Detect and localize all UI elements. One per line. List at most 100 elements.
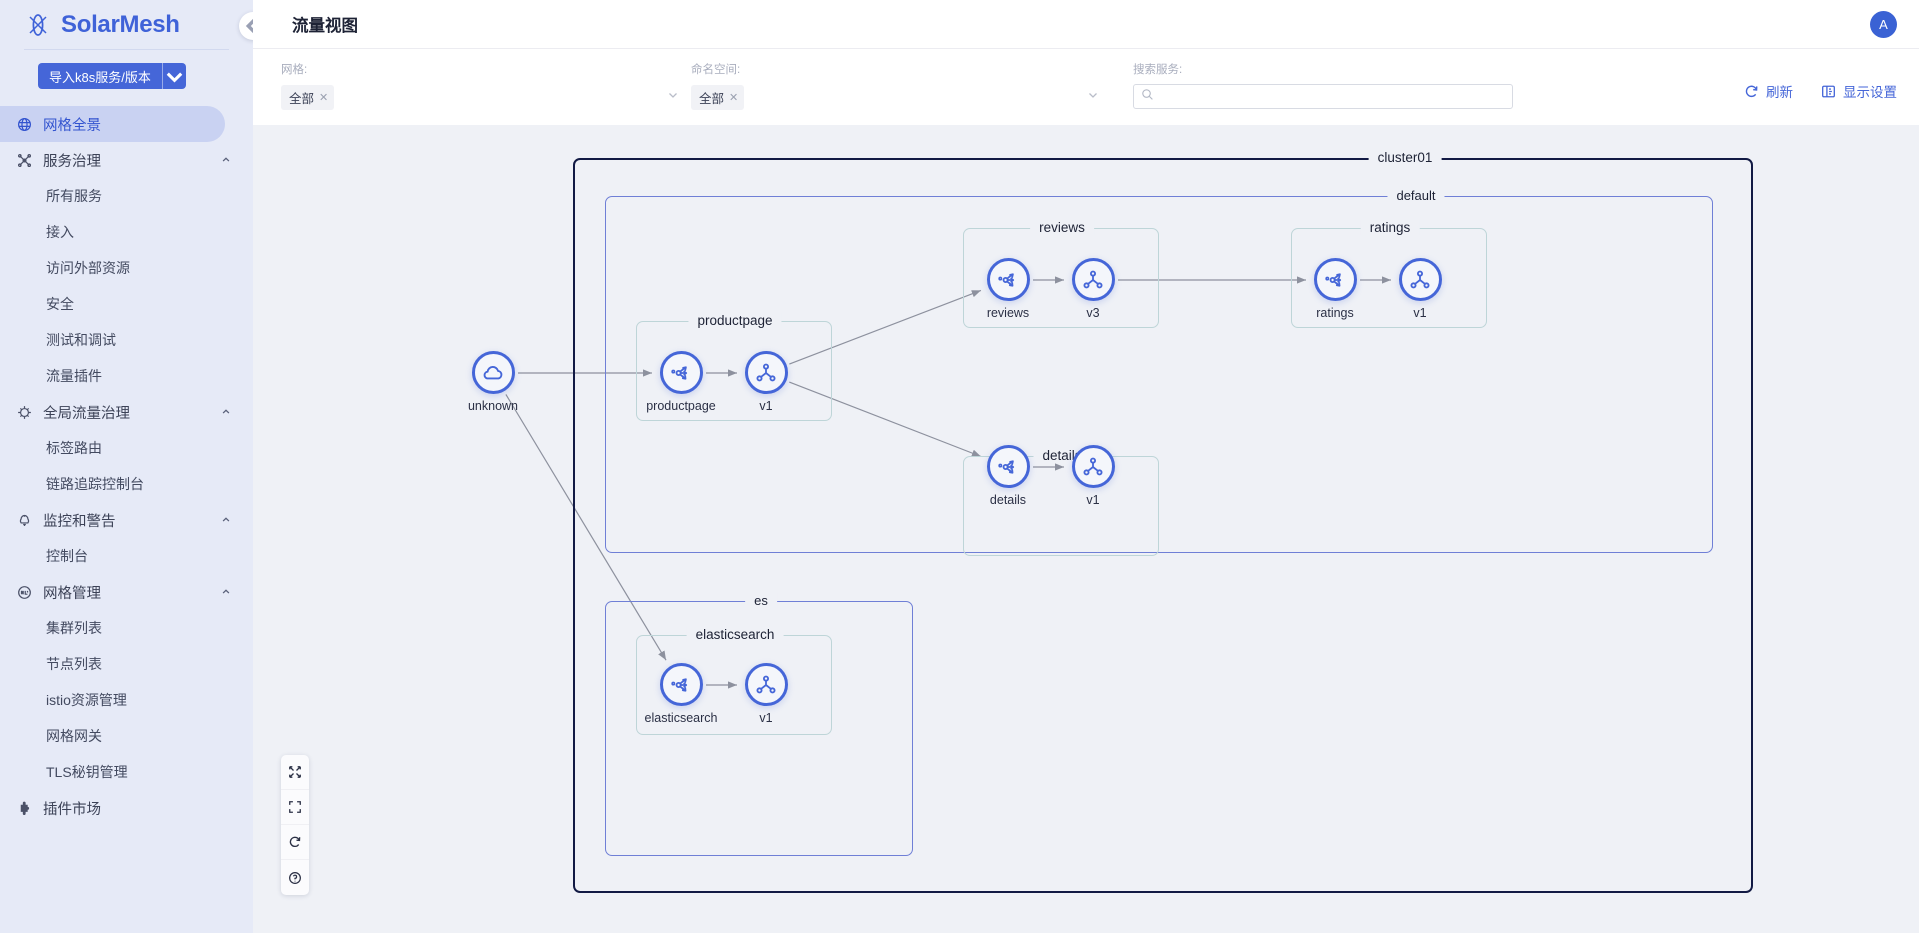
import-k8s-service-button[interactable]: 导入k8s服务/版本 xyxy=(38,63,186,89)
sidebar-item-13[interactable]: 网格管理 xyxy=(0,574,253,610)
sidebar-item-11[interactable]: 监控和警告 xyxy=(0,502,253,538)
sidebar-item-label: 网格全景 xyxy=(43,117,101,134)
sidebar-item-label: TLS秘钥管理 xyxy=(46,764,128,780)
refresh-button[interactable]: 刷新 xyxy=(1744,81,1793,101)
graph-node-unknown[interactable]: unknown xyxy=(450,351,536,413)
graph-node-ratings-svc[interactable]: ratings xyxy=(1292,258,1378,320)
sidebar-item-5[interactable]: 安全 xyxy=(0,286,253,322)
filter-bar: 网格: 全部 ✕ 命名空间: 全部 ✕ xyxy=(253,49,1919,125)
graph-group-cluster01[interactable]: cluster01 xyxy=(573,150,1753,893)
collapse-arrows-icon xyxy=(289,766,301,778)
refresh-icon xyxy=(1744,84,1759,99)
graph-group-productpage[interactable]: productpage xyxy=(636,313,832,421)
graph-group-label: cluster01 xyxy=(1368,150,1442,165)
graph-node-circle[interactable] xyxy=(1071,258,1115,301)
graph-node-circle[interactable] xyxy=(744,663,788,706)
sidebar-item-8[interactable]: 全局流量治理 xyxy=(0,394,253,430)
graph-node-circle[interactable] xyxy=(1398,258,1442,301)
route-icon xyxy=(16,404,32,420)
mesh-icon xyxy=(16,152,32,168)
chevron-down-icon xyxy=(1089,93,1097,98)
graph-group-default[interactable]: default xyxy=(605,188,1713,553)
sidebar-collapse-button[interactable] xyxy=(239,12,253,40)
graph-node-circle[interactable] xyxy=(1071,445,1115,488)
graph-node-circle[interactable] xyxy=(986,445,1030,488)
sidebar-item-18[interactable]: TLS秘钥管理 xyxy=(0,754,253,790)
display-settings-button-label: 显示设置 xyxy=(1843,85,1897,100)
graph-group-ratings[interactable]: ratings xyxy=(1291,220,1487,328)
search-input[interactable] xyxy=(1159,89,1505,104)
sidebar-item-3[interactable]: 接入 xyxy=(0,214,253,250)
sidebar-item-6[interactable]: 测试和调试 xyxy=(0,322,253,358)
chevron-up-icon[interactable] xyxy=(221,407,231,417)
graph-node-circle[interactable] xyxy=(744,351,788,394)
service-icon xyxy=(1325,272,1342,287)
sidebar-item-14[interactable]: 集群列表 xyxy=(0,610,253,646)
graph-group-label: es xyxy=(745,593,777,608)
graph-node-elasticsearch-v1[interactable]: v1 xyxy=(723,663,809,725)
sidebar-item-19[interactable]: 插件市场 xyxy=(0,790,253,826)
brand-name: SolarMesh xyxy=(61,10,180,38)
graph-node-circle[interactable] xyxy=(1313,258,1357,301)
workload-icon xyxy=(756,675,776,693)
sidebar-item-12[interactable]: 控制台 xyxy=(0,538,253,574)
graph-canvas[interactable]: cluster01 default es productpage reviews rati… xyxy=(253,125,1919,933)
graph-node-details-v1[interactable]: v1 xyxy=(1050,445,1136,507)
fit-to-screen-button[interactable] xyxy=(281,755,309,790)
mesh-filter-chip[interactable]: 全部 ✕ xyxy=(281,84,335,110)
graph-group-es[interactable]: es xyxy=(605,593,913,856)
reload-graph-button[interactable] xyxy=(281,825,309,860)
graph-node-reviews-svc[interactable]: reviews xyxy=(965,258,1051,320)
mesh-filter-caret[interactable] xyxy=(667,89,679,104)
close-icon[interactable]: ✕ xyxy=(319,91,329,104)
close-icon[interactable]: ✕ xyxy=(729,91,739,104)
sidebar-item-9[interactable]: 标签路由 xyxy=(0,430,253,466)
chevron-up-icon[interactable] xyxy=(221,155,231,165)
namespace-filter-chip[interactable]: 全部 ✕ xyxy=(691,84,745,110)
graph-node-circle[interactable] xyxy=(471,351,515,394)
sidebar-item-10[interactable]: 链路追踪控制台 xyxy=(0,466,253,502)
help-button[interactable] xyxy=(281,860,309,895)
graph-node-productpage-svc[interactable]: productpage xyxy=(638,351,724,413)
sidebar-item-2[interactable]: 所有服务 xyxy=(0,178,253,214)
avatar[interactable]: A xyxy=(1870,10,1897,38)
mesh-filter: 网格: 全部 ✕ xyxy=(281,61,681,110)
refresh-icon xyxy=(289,836,301,847)
chevron-down-icon[interactable] xyxy=(163,63,186,89)
graph-group-elasticsearch[interactable]: elasticsearch xyxy=(636,627,832,735)
graph-node-circle[interactable] xyxy=(659,351,703,394)
search-box[interactable] xyxy=(1133,84,1513,109)
workload-icon xyxy=(756,363,776,381)
fullscreen-button[interactable] xyxy=(281,790,309,825)
graph-node-details-svc[interactable]: details xyxy=(965,445,1051,507)
graph-node-ratings-v1[interactable]: v1 xyxy=(1377,258,1463,320)
graph-node-circle[interactable] xyxy=(986,258,1030,301)
sidebar-item-label: 安全 xyxy=(46,296,74,312)
cluster-icon xyxy=(16,584,32,600)
sidebar-item-17[interactable]: 网格网关 xyxy=(0,718,253,754)
brand: SolarMesh xyxy=(0,0,253,49)
sidebar-nav: 网格全景服务治理所有服务接入访问外部资源安全测试和调试流量插件全局流量治理标签路… xyxy=(0,103,253,826)
sidebar-item-7[interactable]: 流量插件 xyxy=(0,358,253,394)
graph-node-circle[interactable] xyxy=(659,663,703,706)
namespace-filter-label: 命名空间: xyxy=(691,64,741,76)
namespace-filter-caret[interactable] xyxy=(1087,89,1099,104)
graph-group-reviews[interactable]: reviews xyxy=(963,220,1159,328)
chevron-up-icon[interactable] xyxy=(221,515,231,525)
sidebar-item-label: 服务治理 xyxy=(43,153,101,170)
service-icon xyxy=(671,677,688,692)
sidebar-item-1[interactable]: 服务治理 xyxy=(0,142,253,178)
chevron-up-icon[interactable] xyxy=(221,587,231,597)
sidebar-item-16[interactable]: istio资源管理 xyxy=(0,682,253,718)
sidebar-item-4[interactable]: 访问外部资源 xyxy=(0,250,253,286)
display-settings-button[interactable]: 显示设置 xyxy=(1821,81,1897,101)
graph-node-productpage-v1[interactable]: v1 xyxy=(723,351,809,413)
graph-node-reviews-v3[interactable]: v3 xyxy=(1050,258,1136,320)
sidebar-item-15[interactable]: 节点列表 xyxy=(0,646,253,682)
graph-node-elasticsearch-svc[interactable]: elasticsearch xyxy=(638,663,724,725)
sidebar-item-0[interactable]: 网格全景 xyxy=(0,106,225,142)
graph-group-label: ratings xyxy=(1360,220,1420,235)
sidebar-item-label: 集群列表 xyxy=(46,620,102,636)
graph-node-label: v1 xyxy=(1086,493,1100,507)
question-circle-icon xyxy=(289,871,301,884)
